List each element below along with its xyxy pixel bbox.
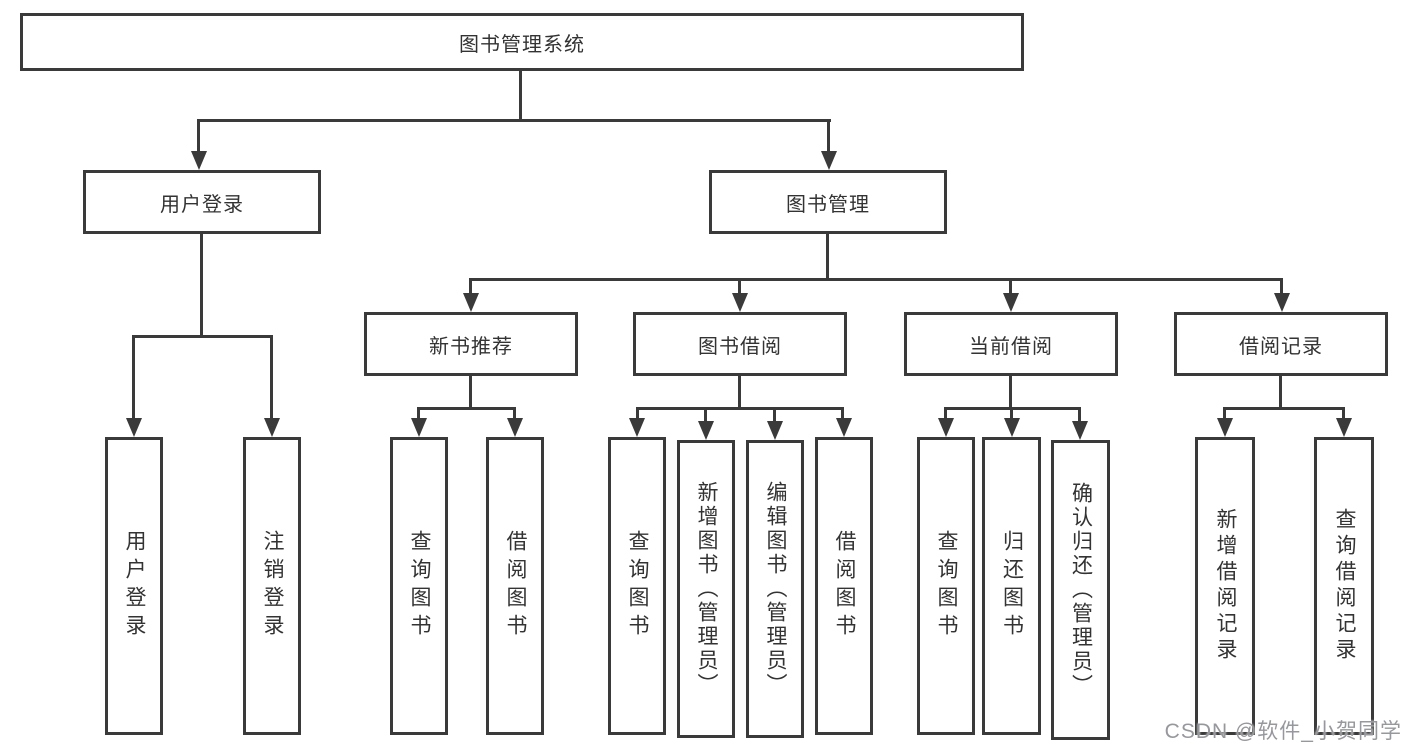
arrow-into-leaf-user-login [126,418,142,437]
connector-current-leaf3-stem [1078,407,1081,421]
arrow-into-user-login [191,151,207,170]
connector-records-drop [1279,376,1282,407]
leaf-recommend-query-books: 查询图书 [390,437,448,735]
connector-recommend-split [418,407,516,410]
leaf-user-login: 用户登录 [105,437,163,735]
connector-recommend-stem [469,278,472,293]
leaf-current-confirm-return-admin-label: 确认归还（管理员） [1069,482,1093,698]
connector-borrowing-leaf1-stem [636,407,639,418]
connector-user-drop [200,234,203,335]
connector-current-stem [1009,278,1012,293]
leaf-borrowing-borrow-books: 借阅图书 [815,437,873,735]
leaf-borrowing-borrow-books-label: 借阅图书 [833,530,856,642]
leaf-user-login-label: 用户登录 [123,530,146,642]
arrow-into-book-mgmt [821,151,837,170]
csdn-watermark: CSDN @软件_小贺同学 [1164,720,1402,743]
connector-current-leaf2-stem [1010,407,1013,418]
leaf-recommend-borrow-books: 借阅图书 [486,437,544,735]
leaf-borrowing-edit-books-admin: 编辑图书（管理员） [746,440,804,738]
connector-recommend-leaf2-stem [513,407,516,418]
connector-borrowing-drop [738,376,741,407]
node-book-management: 图书管理 [709,170,947,234]
connector-root-split [198,119,831,122]
arrow-into-borrowing-add [698,421,714,440]
arrow-into-current-return [1004,418,1020,437]
connector-current-leaf1-stem [944,407,947,418]
connector-mgmt-drop [826,234,829,278]
arrow-into-recommend [463,293,479,312]
arrow-into-borrowing-edit [767,421,783,440]
leaf-borrowing-query-books: 查询图书 [608,437,666,735]
arrow-into-records-add [1217,418,1233,437]
node-current-borrowing: 当前借阅 [904,312,1118,376]
leaf-records-add-record-label: 新增借阅记录 [1214,508,1237,664]
leaf-records-query-record: 查询借阅记录 [1314,437,1374,735]
connector-records-split [1224,407,1344,410]
leaf-current-confirm-return-admin: 确认归还（管理员） [1051,440,1110,740]
leaf-borrowing-add-books-admin-label: 新增图书（管理员） [695,481,718,697]
connector-book-mgmt-stem [827,119,830,151]
connector-user-split [133,335,273,338]
connector-borrowing-leaf3-stem [773,407,776,421]
connector-mgmt-split [469,278,1283,281]
leaf-logout-label: 注销登录 [261,530,284,642]
connector-user-leaf1-stem [132,335,135,418]
connector-current-drop [1009,376,1012,407]
leaf-borrowing-edit-books-admin-label: 编辑图书（管理员） [764,481,787,697]
node-borrowing-records-label: 借阅记录 [1239,335,1323,358]
arrow-into-borrowing-query [629,418,645,437]
connector-borrowing-split [636,407,844,410]
leaf-borrowing-query-books-label: 查询图书 [626,530,649,642]
connector-root-drop [519,70,522,119]
arrow-into-current-confirm [1072,421,1088,440]
arrow-into-recommend-query [411,418,427,437]
leaf-logout: 注销登录 [243,437,301,735]
arrow-into-recommend-borrow [507,418,523,437]
arrow-into-records [1274,293,1290,312]
arrow-into-borrowing [732,293,748,312]
arrow-into-records-query [1336,418,1352,437]
leaf-borrowing-add-books-admin: 新增图书（管理员） [677,440,735,738]
connector-user-leaf2-stem [270,335,273,418]
leaf-records-query-record-label: 查询借阅记录 [1333,508,1356,664]
node-root-label: 图书管理系统 [459,33,585,56]
connector-records-leaf2-stem [1342,407,1345,418]
leaf-records-add-record: 新增借阅记录 [1195,437,1255,735]
connector-records-stem [1280,278,1283,293]
node-new-book-recommendation-label: 新书推荐 [429,335,513,358]
connector-borrowing-leaf4-stem [841,407,844,418]
node-book-management-label: 图书管理 [786,193,870,216]
node-book-borrowing-label: 图书借阅 [698,335,782,358]
connector-borrowing-leaf2-stem [704,407,707,421]
leaf-current-query-books-label: 查询图书 [935,530,958,642]
connector-recommend-leaf1-stem [417,407,420,418]
connector-user-login-stem [197,119,200,151]
arrow-into-current-query [938,418,954,437]
node-user-login: 用户登录 [83,170,321,234]
leaf-current-query-books: 查询图书 [917,437,975,735]
leaf-recommend-borrow-books-label: 借阅图书 [504,530,527,642]
connector-records-leaf1-stem [1223,407,1226,418]
node-root: 图书管理系统 [20,13,1024,71]
node-current-borrowing-label: 当前借阅 [969,335,1053,358]
connector-recommend-drop [469,376,472,407]
node-new-book-recommendation: 新书推荐 [364,312,578,376]
leaf-recommend-query-books-label: 查询图书 [408,530,431,642]
connector-borrowing-stem [738,278,741,293]
node-book-borrowing: 图书借阅 [633,312,847,376]
leaf-current-return-books-label: 归还图书 [1000,530,1024,642]
node-borrowing-records: 借阅记录 [1174,312,1388,376]
arrow-into-current [1003,293,1019,312]
leaf-current-return-books: 归还图书 [982,437,1041,735]
arrow-into-borrowing-borrow [836,418,852,437]
node-user-login-label: 用户登录 [160,193,244,216]
arrow-into-leaf-logout [264,418,280,437]
